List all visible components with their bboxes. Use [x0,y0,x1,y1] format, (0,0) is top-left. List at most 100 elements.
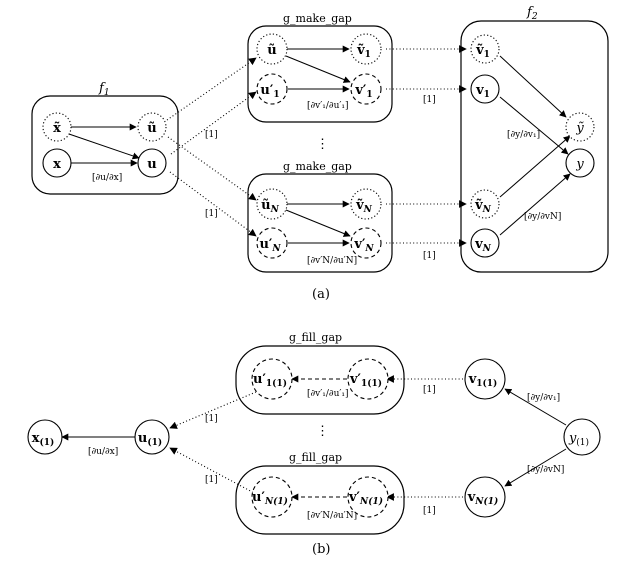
ellipsis-a: ⋮ [316,137,329,152]
node-y-tilde [565,112,595,142]
node-y1-label: y(1) [568,431,589,448]
label-dy-dv1-b: [∂y/∂v₁] [527,393,560,403]
node-v-prime-11-label: v′1(1) [349,372,382,389]
edge-f2vt1-ytilde [499,55,567,118]
group-f2-label: f2 [526,5,538,22]
node-y-label: y [575,157,584,172]
node-y [565,148,595,178]
diagram-a: f1 g_make_gap g_make_gap f2 [∂u/∂x] [1] … [31,5,609,302]
node-gu-tilde-1-label: ũ [267,43,276,58]
node-gv-tilde-1-label: ṽ1 [356,43,371,60]
node-v11 [464,358,506,400]
node-f2-v-tilde-1 [470,34,500,64]
caption-b: (b) [312,542,330,557]
edge-gu1-gvp1 [285,55,351,83]
node-vN1 [464,476,506,518]
edge-u-gup1 [170,91,257,155]
label-one-a1: [1] [205,130,218,140]
node-x-tilde [42,112,72,142]
group-gfg1-box [235,345,405,415]
node-gv-prime-N-label: v′N [353,237,374,254]
edge-xtilde-u [68,133,140,160]
node-u-prime-N1-label: u′N(1) [252,490,288,507]
node-gu-prime-N [256,227,288,259]
node-v-prime-N1-label: v′N(1) [348,490,383,507]
node-u-prime-11 [251,358,293,400]
node-x [42,148,72,178]
node-f2-v1 [470,74,500,104]
node-y1 [563,418,601,456]
node-u1 [134,419,170,455]
edge-f2vN-y [499,173,571,236]
label-one-b3: [1] [423,385,436,395]
edge-upN1-u1 [169,447,257,495]
group-f1-box [31,95,179,195]
label-dy-dvN-a: [∂y/∂vN] [524,212,561,222]
node-gu-tilde-1 [256,33,288,65]
node-f2-vN [470,228,500,258]
label-dv1-du1-a: [∂v′₁/∂u′₁] [307,101,349,111]
edge-y1-vN1 [504,448,567,487]
node-f2-v-tilde-N-label: ṽN [474,198,492,215]
node-v-prime-N1 [347,476,389,518]
node-f2-v1-label: v1 [475,83,490,100]
node-u-tilde-label: ũ [147,121,156,136]
label-dy-dv1-a: [∂y/∂v₁] [507,130,540,140]
node-u [137,148,167,178]
label-one-a2: [1] [205,209,218,219]
group-gfgN-label: g_fill_gap [289,451,342,464]
node-gu-tilde-N-label: ũN [261,198,279,215]
node-gu-tilde-N [256,188,288,220]
label-dvN-duN-a: [∂v′N/∂u′N] [307,256,357,266]
node-gv-tilde-1 [350,33,382,65]
node-u-tilde [137,112,167,142]
node-y-tilde-label: ỹ [575,121,584,136]
edge-utilde-guN [167,136,257,201]
edge-utilde-gu1 [166,57,257,121]
node-gv-tilde-N-label: ṽN [355,198,373,215]
edge-f2vtN-ytilde [499,135,571,198]
node-gv-prime-N [350,227,382,259]
node-gu-prime-1-label: u′1 [260,83,279,100]
edge-y1-v11 [504,388,567,426]
node-f2-v-tilde-N [470,189,500,219]
node-x1 [27,419,63,455]
edge-f2v1-y [499,96,569,155]
group-f2-box [460,20,609,273]
label-du-dx-b: [∂u/∂x] [88,447,118,457]
diagram-b: g_fill_gap g_fill_gap [∂u/∂x] [1] [1] [∂… [27,331,601,557]
edge-guN-gvpN [285,209,351,237]
node-gv-prime-1 [350,73,382,105]
node-f2-vN-label: vN [474,237,492,254]
node-x-label: x [53,157,61,172]
group-gmgN-box [247,173,393,273]
node-gv-tilde-N [350,188,382,220]
group-gfgN-box [235,465,405,535]
node-gv-prime-1-label: v′1 [354,83,372,100]
caption-a: (a) [312,287,330,302]
ellipsis-b: ⋮ [316,424,329,439]
node-vN1-label: vN(1) [467,490,499,507]
node-x-tilde-label: x̃ [53,121,61,136]
node-x1-label: x(1) [32,431,55,448]
node-u1-label: u(1) [138,431,162,448]
label-dvN-duN-b: [∂v′N/∂u′N] [307,511,357,521]
node-f2-v-tilde-1-label: ṽ1 [475,43,490,60]
label-du-dx-a: [∂u/∂x] [92,173,122,183]
group-gmg1-label: g_make_gap [283,12,352,25]
node-gu-prime-1 [256,73,288,105]
group-gmgN-label: g_make_gap [283,160,352,173]
node-u-prime-11-label: u′1(1) [253,372,287,389]
group-f1-label: f1 [98,81,110,98]
label-dv1-du1-b: [∂v′₁/∂u′₁] [307,389,349,399]
label-one-b2: [1] [205,475,218,485]
label-one-b1: [1] [205,414,218,424]
edge-u-gupN [169,171,257,237]
label-dy-dvN-b: [∂y/∂vN] [527,465,564,475]
node-v-prime-11 [347,358,389,400]
node-gu-prime-N-label: u′N [259,237,281,254]
node-u-label: u [147,157,156,172]
label-one-a3: [1] [423,95,436,105]
